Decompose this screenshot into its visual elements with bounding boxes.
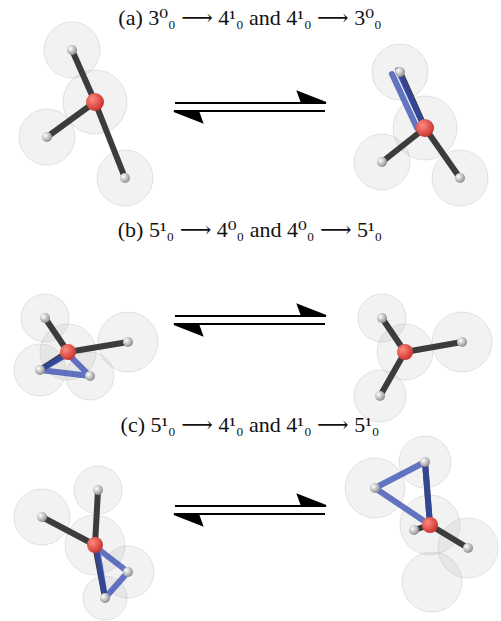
panel-caption: (b) 5¹₀ ⟶ 4⁰₀ and 4⁰₀ ⟶ 5¹₀ — [118, 217, 383, 243]
equilibrium-arrows — [174, 92, 326, 525]
atoms — [35, 45, 473, 603]
bonds — [40, 50, 468, 598]
panel-caption: (c) 5¹₀ ⟶ 4¹₀ and 4¹₀ ⟶ 5¹₀ — [121, 412, 380, 438]
hydrogen-bond-marker — [40, 70, 430, 598]
vdw-spheres — [14, 22, 498, 620]
panel-caption: (a) 3⁰₀ ⟶ 4¹₀ and 4¹₀ ⟶ 3⁰₀ — [118, 5, 381, 31]
